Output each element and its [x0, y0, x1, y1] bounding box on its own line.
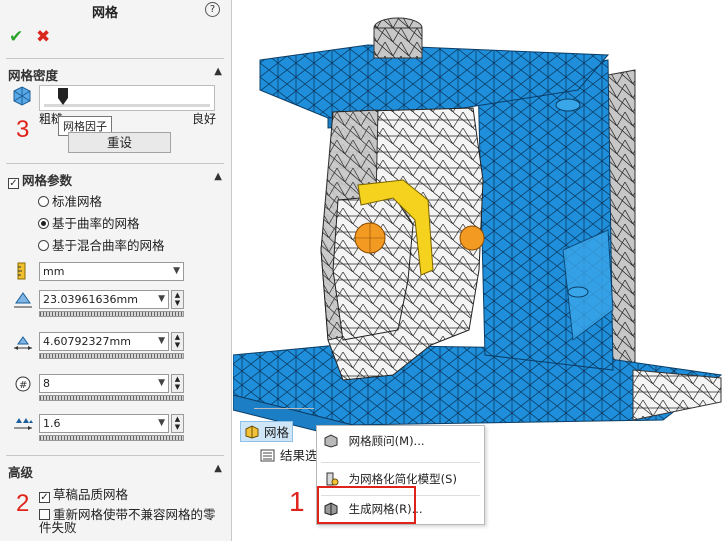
reset-button[interactable]: 重设: [68, 132, 171, 153]
params-header-label: 网格参数: [22, 173, 73, 188]
min-element-size-input[interactable]: 4.60792327mm ▼: [39, 332, 169, 351]
tree-item-mesh[interactable]: 网格: [240, 421, 293, 442]
create-mesh-icon: [324, 502, 338, 516]
remesh-fail-label: 重新网格使带不兼容网格的零件失败: [39, 507, 216, 535]
coarse-label: 粗糙: [39, 112, 64, 126]
svg-text:#: #: [19, 380, 27, 391]
spinner-buttons[interactable]: ▲▼: [171, 414, 184, 433]
fine-label: 良好: [192, 112, 217, 126]
growth-ratio-input[interactable]: 1.6 ▼: [39, 414, 169, 433]
spinner-buttons[interactable]: ▲▼: [171, 374, 184, 393]
menu-item-label: 网格顾问(M)...: [348, 434, 425, 448]
mesh-icon: [245, 425, 259, 439]
chevron-down-icon[interactable]: ▼: [158, 418, 165, 428]
min-element-size-icon: [14, 336, 32, 350]
divider: [6, 455, 224, 456]
unit-select[interactable]: mm ▼: [39, 262, 184, 281]
field-value: 4.60792327mm: [43, 335, 131, 348]
radio-circle[interactable]: [38, 196, 49, 207]
remesh-fail-checkbox[interactable]: 重新网格使带不兼容网格的零件失败: [39, 508, 219, 534]
tree-item-label: 结果选: [279, 448, 318, 463]
panel-title: 网格: [91, 6, 118, 21]
simplify-model-icon: [326, 472, 339, 486]
context-menu: 网格顾问(M)... 为网格化简化模型(S) 生成网格(R)...: [316, 425, 485, 525]
checkbox-box[interactable]: ✓: [39, 492, 50, 503]
field-value: 23.03961636mm: [43, 293, 138, 306]
slider-thumb[interactable]: [57, 88, 69, 106]
max-element-size-input[interactable]: 23.03961636mm ▼: [39, 290, 169, 309]
radio-label: 基于混合曲率的网格: [52, 238, 165, 253]
density-header-label: 网格密度: [8, 68, 59, 83]
chevron-down-icon[interactable]: ▼: [158, 294, 165, 304]
help-icon[interactable]: ?: [205, 2, 220, 17]
params-enable-checkbox[interactable]: ✓: [8, 178, 19, 189]
radio-circle[interactable]: [38, 218, 49, 229]
unit-value: mm: [43, 265, 65, 278]
cancel-x-icon[interactable]: ✖: [36, 27, 51, 47]
menu-item-label: 为网格化简化模型(S): [348, 472, 457, 486]
feature-tree-fragment: 网格 结果选: [240, 403, 486, 541]
density-slider-track[interactable]: [39, 85, 215, 111]
chevron-down-icon[interactable]: ▼: [173, 266, 180, 276]
value-slider-ruler[interactable]: [39, 435, 184, 441]
menu-item-create-mesh[interactable]: 生成网格(R)...: [323, 498, 481, 520]
highlight-box: [317, 486, 416, 524]
elements-in-circle-icon: #: [15, 376, 31, 392]
field-value: 8: [43, 377, 50, 390]
chevron-down-icon[interactable]: ▼: [158, 378, 165, 388]
circle-elements-input[interactable]: 8▼: [39, 374, 169, 393]
mesh-advisor-icon: [324, 434, 338, 448]
draft-quality-checkbox[interactable]: ✓草稿品质网格: [39, 484, 128, 503]
value-slider-ruler[interactable]: [39, 353, 184, 359]
radio-blended-curvature-mesh[interactable]: 基于混合曲率的网格: [38, 235, 165, 254]
params-section-header[interactable]: ✓网格参数 ▲: [8, 170, 224, 189]
value-slider-ruler[interactable]: [39, 311, 184, 317]
radio-curvature-mesh[interactable]: 基于曲率的网格: [38, 213, 140, 232]
mesh-density-icon: [13, 86, 31, 106]
max-element-size-icon: [14, 292, 32, 308]
radio-standard-mesh[interactable]: 标准网格: [38, 191, 102, 210]
annotation-2: 2: [16, 490, 30, 517]
ruler-icon: [17, 262, 26, 280]
draft-quality-label: 草稿品质网格: [53, 487, 129, 502]
advanced-header-label: 高级: [8, 465, 34, 480]
collapse-chevron-icon[interactable]: ▲: [214, 171, 222, 182]
checkbox-box[interactable]: [39, 509, 50, 520]
annotation-1: 1: [289, 486, 305, 517]
field-value: 1.6: [43, 417, 61, 430]
spinner-buttons[interactable]: ▲▼: [171, 290, 184, 309]
menu-item-mesh-advisor[interactable]: 网格顾问(M)...: [323, 430, 481, 452]
collapse-chevron-icon[interactable]: ▲: [214, 66, 222, 77]
tree-item-label: 网格: [263, 425, 289, 440]
divider: [6, 58, 224, 59]
mesh-property-panel: 网格 ? ✔ ✖ 网格密度 ▲ 粗糙 良好 网格因子 3 重设 ✓网格参数 ▲ …: [0, 0, 232, 541]
ok-check-icon[interactable]: ✔: [9, 27, 24, 47]
results-folder-icon: [260, 449, 275, 462]
mesh-model-viewport[interactable]: [233, 0, 725, 541]
advanced-section-header[interactable]: 高级 ▲: [8, 462, 224, 481]
value-slider-ruler[interactable]: [39, 395, 184, 401]
tree-item-results[interactable]: 结果选: [240, 445, 318, 464]
density-section-header[interactable]: 网格密度 ▲: [8, 65, 224, 84]
menu-item-simplify-model[interactable]: 为网格化简化模型(S): [323, 468, 481, 490]
annotation-3: 3: [16, 116, 30, 143]
collapse-chevron-icon[interactable]: ▲: [214, 463, 222, 474]
menu-item-label: 生成网格(R)...: [348, 502, 423, 516]
chevron-down-icon[interactable]: ▼: [158, 336, 165, 346]
radio-label: 基于曲率的网格: [52, 216, 140, 231]
radio-label: 标准网格: [52, 194, 103, 209]
growth-ratio-icon: [14, 418, 33, 430]
spinner-buttons[interactable]: ▲▼: [171, 332, 184, 351]
divider: [6, 163, 224, 164]
radio-circle[interactable]: [38, 240, 49, 251]
